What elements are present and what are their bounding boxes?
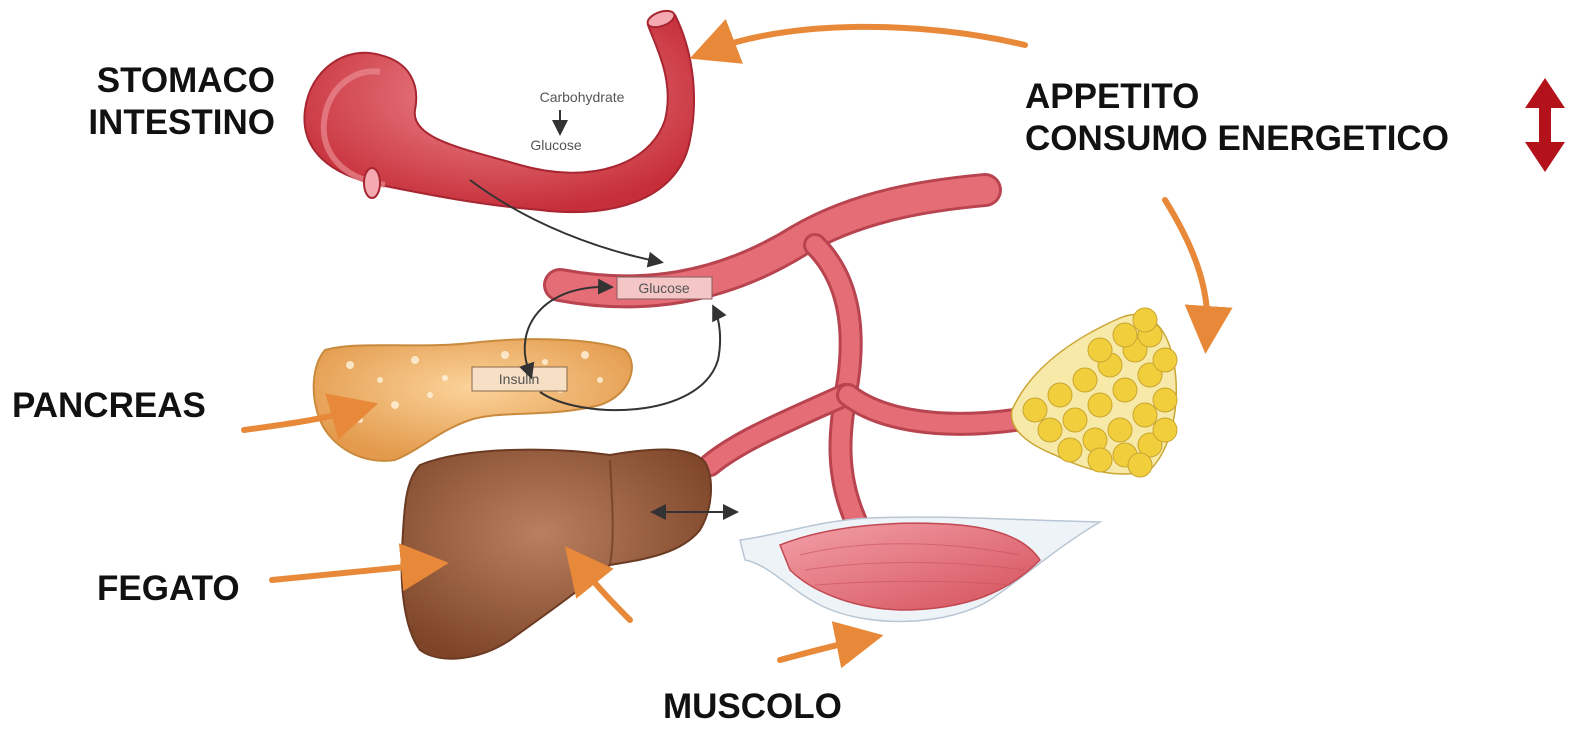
liver-illustration: [402, 449, 711, 658]
energy-to-fat-arrow: [1165, 200, 1207, 330]
pancreas-illustration: Insulin: [314, 339, 632, 461]
glucose-vessel-box: Glucose: [617, 277, 712, 299]
pancreas-label: PANCREAS: [12, 385, 206, 427]
fat-cell: [1133, 308, 1157, 332]
fat-cell: [1023, 398, 1047, 422]
glucose-stomach-text: Glucose: [530, 137, 582, 153]
double-headed-vertical-arrow-icon: [1525, 78, 1565, 172]
stomach-label: STOMACO INTESTINO: [0, 60, 275, 144]
stomach-illustration: Carbohydrate Glucose: [304, 8, 694, 213]
stomach-label-line1: STOMACO: [0, 60, 275, 102]
fat-cell: [1038, 418, 1062, 442]
muscle-label: MUSCOLO: [663, 686, 842, 728]
fat-cell: [1153, 388, 1177, 412]
fat-cell: [1048, 383, 1072, 407]
fat-cell: [1063, 408, 1087, 432]
fat-cell: [1088, 338, 1112, 362]
fat-cell: [1088, 448, 1112, 472]
appetite-label-line2: CONSUMO ENERGETICO: [1025, 118, 1449, 160]
stomach-label-line2: INTESTINO: [0, 102, 275, 144]
fat-cell: [1113, 323, 1137, 347]
appetite-label-line1: APPETITO: [1025, 76, 1449, 118]
glucose-vessel-text: Glucose: [638, 280, 690, 296]
fat-cell: [1073, 368, 1097, 392]
muscle-illustration: [740, 517, 1100, 621]
fat-tissue-illustration: [1012, 308, 1177, 477]
liver-inner-arrow: [580, 565, 630, 620]
insulin-text: Insulin: [499, 371, 539, 387]
fat-cell: [1153, 348, 1177, 372]
appetite-to-stomach-arrow: [712, 27, 1025, 50]
fat-cell: [1108, 418, 1132, 442]
carbohydrate-text: Carbohydrate: [540, 89, 625, 105]
fat-cell: [1088, 393, 1112, 417]
muscle-label-arrow: [780, 640, 860, 660]
appetite-label: APPETITO CONSUMO ENERGETICO: [1025, 76, 1449, 160]
fat-cell: [1128, 453, 1152, 477]
fat-cell: [1153, 418, 1177, 442]
fat-cell: [1113, 378, 1137, 402]
liver-label: FEGATO: [97, 568, 240, 610]
fat-cell: [1058, 438, 1082, 462]
fat-cell: [1133, 403, 1157, 427]
